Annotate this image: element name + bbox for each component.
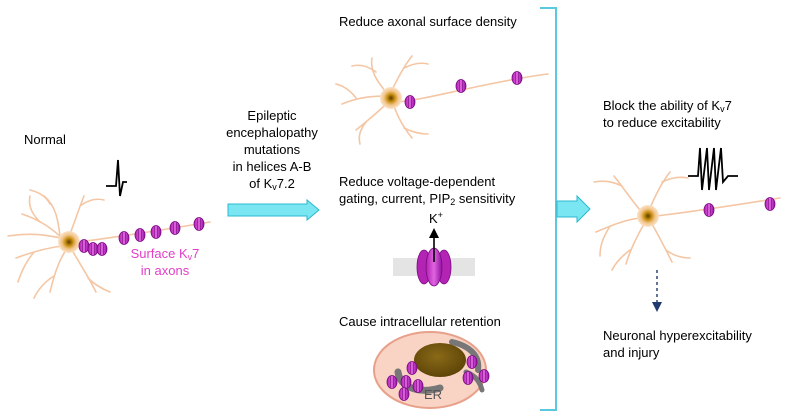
bracket-icon <box>540 7 557 411</box>
mutation-label: Epileptic encephalopathy mutations in he… <box>226 108 318 192</box>
block-ability-label: Block the ability of Kv7 to reduce excit… <box>603 98 732 130</box>
surface-kv7-label: Surface Kv7 in axons <box>130 246 200 278</box>
retention-label: Cause intracellular retention <box>339 314 501 329</box>
hyper-action-potential-icon <box>688 147 738 191</box>
gating-label: Reduce voltage-dependent gating, current… <box>339 174 516 207</box>
normal-soma <box>58 231 80 253</box>
hyper-soma <box>637 205 659 227</box>
block-arrow-icon <box>227 198 320 222</box>
reduced-soma <box>380 87 402 109</box>
potassium-ion-label: K+ <box>429 210 443 227</box>
reduced-density-neuron-icon <box>335 55 549 145</box>
cell-er-icon <box>373 331 490 409</box>
reduce-density-label: Reduce axonal surface density <box>339 14 517 29</box>
kv7-channel-membrane-icon <box>393 228 475 287</box>
normal-title: Normal <box>24 132 66 147</box>
normal-neuron-icon <box>7 189 211 299</box>
er-label: ER <box>424 387 443 402</box>
normal-action-potential-icon <box>106 159 127 197</box>
result-label: Neuronal hyperexcitability and injury <box>603 328 752 360</box>
dashed-down-arrow-icon <box>652 270 662 312</box>
hyperexcitable-neuron-icon <box>593 171 781 271</box>
reduced-channels <box>404 71 523 109</box>
block-arrow-icon <box>556 194 591 224</box>
